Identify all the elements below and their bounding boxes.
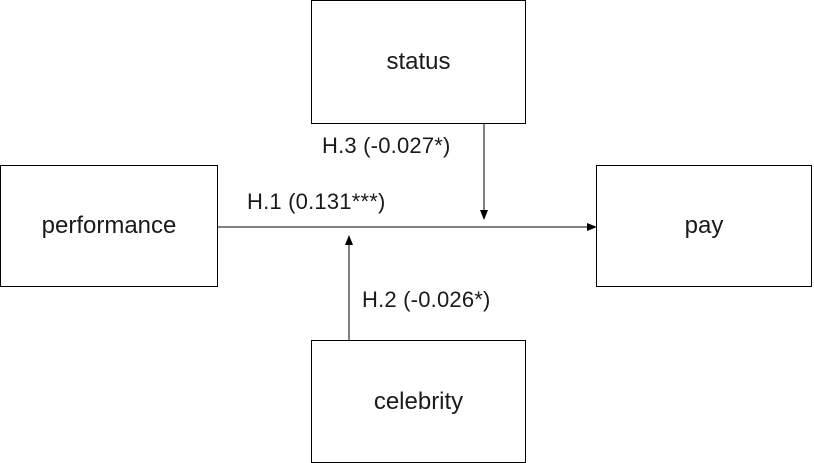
- node-status: status: [311, 0, 526, 124]
- node-status-label: status: [386, 48, 451, 75]
- node-performance: performance: [0, 165, 218, 287]
- node-pay-label: pay: [684, 212, 724, 239]
- node-celebrity: celebrity: [311, 340, 526, 463]
- edge-h1-label: H.1 (0.131***): [247, 189, 386, 214]
- node-celebrity-label: celebrity: [373, 387, 464, 415]
- node-performance-label: performance: [41, 212, 177, 239]
- node-pay: pay: [596, 165, 812, 287]
- edge-h3-label: H.3 (-0.027*): [322, 133, 451, 158]
- edge-h2-label: H.2 (-0.026*): [362, 287, 491, 312]
